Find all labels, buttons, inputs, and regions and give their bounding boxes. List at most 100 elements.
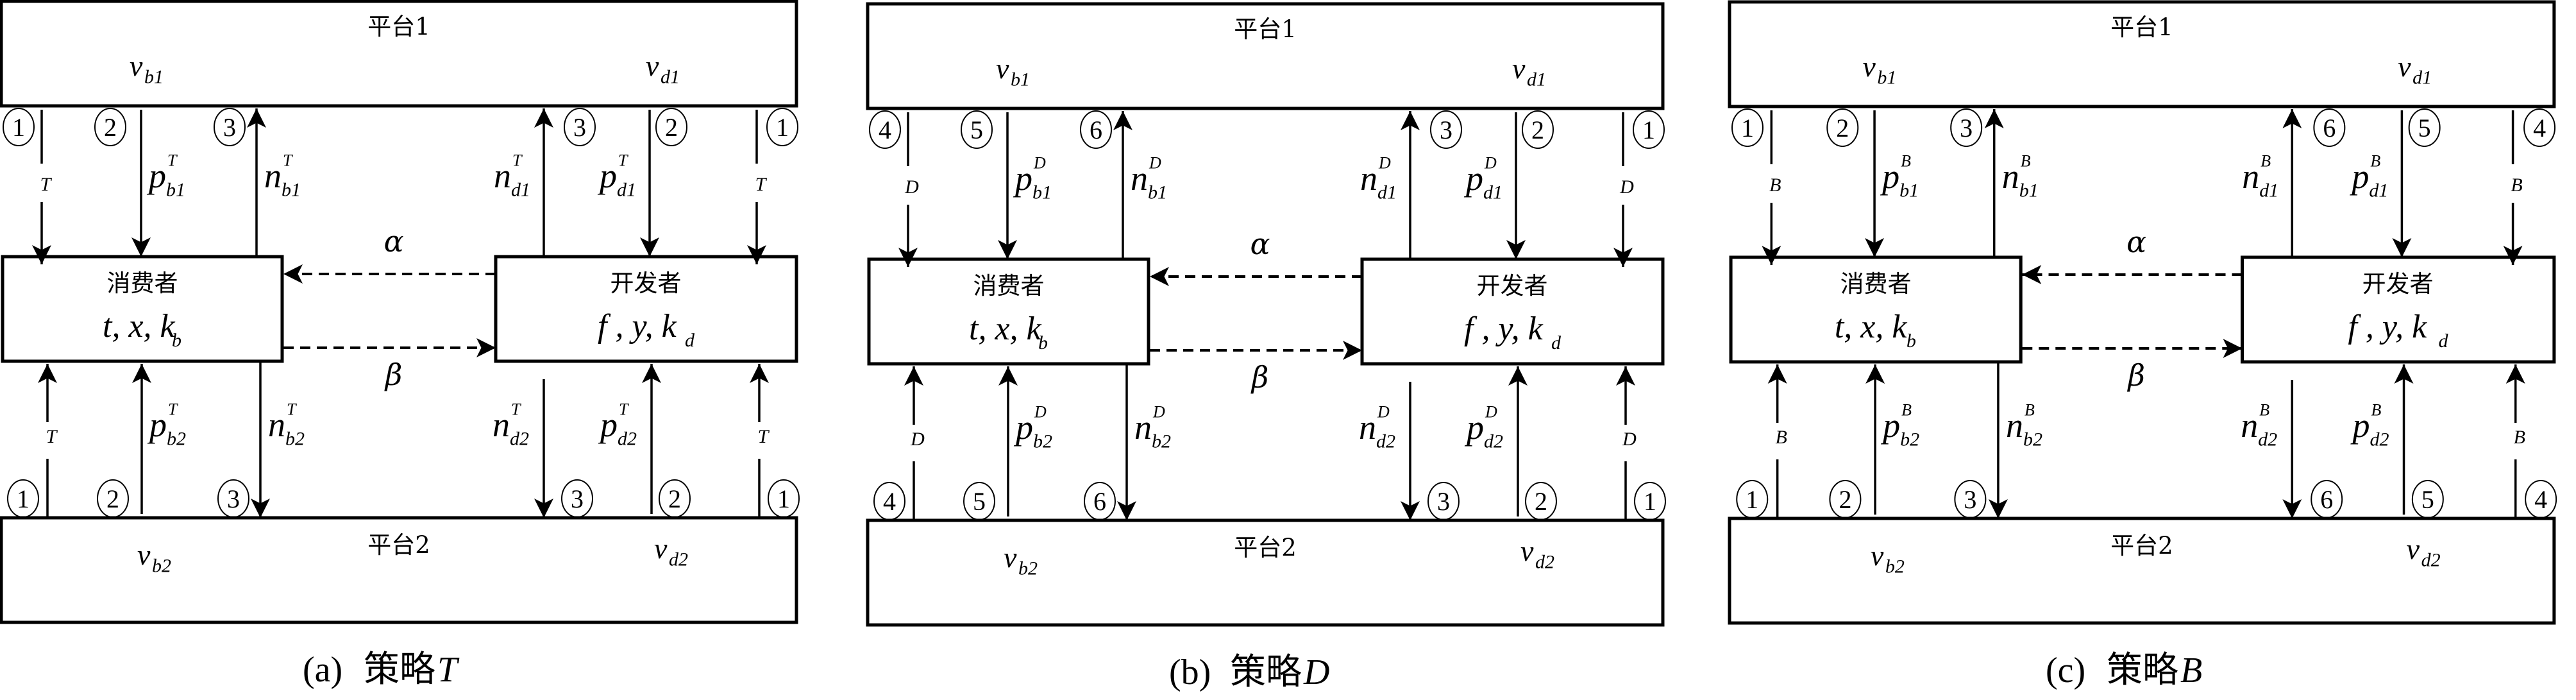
step-number: 2 <box>97 479 129 518</box>
symbol-main: v <box>996 52 1009 85</box>
step-digit: 3 <box>223 113 236 142</box>
symbol-subscript: b2 <box>167 429 186 450</box>
symbol-main: n <box>492 405 510 444</box>
step-digit: 1 <box>1644 487 1656 516</box>
symbol-main: v <box>1520 534 1534 567</box>
step-circle <box>1427 482 1460 520</box>
step-digit: 6 <box>1093 487 1106 516</box>
symbol-subscript: d2 <box>510 429 529 450</box>
step-digit: 3 <box>1960 114 1973 142</box>
symbol-main: p <box>1463 159 1483 198</box>
platform-2-frame <box>0 516 798 624</box>
step-digit: 2 <box>1839 485 1851 514</box>
symbol-superscript: D <box>1149 154 1161 173</box>
symbol-superscript: T <box>287 400 297 419</box>
platform-1-frame <box>866 2 1665 110</box>
developer-frame <box>1360 257 1665 366</box>
step-digit: 4 <box>2534 485 2547 514</box>
symbol-subscript: b1 <box>2019 180 2039 201</box>
symbol-main: p <box>2350 406 2370 445</box>
consumer-variables-subscript: b <box>172 330 181 351</box>
step-number: 1 <box>1731 108 1764 147</box>
symbol-subscript: d2 <box>1376 431 1395 452</box>
symbol-superscript: D <box>1033 154 1046 173</box>
step-digit: 1 <box>17 484 29 513</box>
strategy-label: B <box>2514 427 2525 448</box>
step-digit: 1 <box>1746 485 1758 514</box>
step-digit: 3 <box>573 113 586 142</box>
step-number: 6 <box>1080 110 1112 149</box>
symbol-subscript: d1 <box>2259 180 2278 201</box>
step-digit: 6 <box>2323 114 2336 142</box>
step-number: 3 <box>217 479 249 518</box>
step-digit: 3 <box>1964 485 1976 514</box>
symbol-subscript: d1 <box>2369 180 2388 201</box>
step-circle <box>1634 482 1666 520</box>
symbol-superscript: B <box>1901 401 1912 420</box>
step-digit: 3 <box>1440 115 1452 144</box>
step-number: 5 <box>963 482 995 520</box>
developer-variables: f , y, k <box>1464 311 1544 347</box>
step-number: 1 <box>766 108 798 146</box>
caption-prefix: (b) <box>1169 653 1211 692</box>
caption-strategy-text: 策略 <box>2107 649 2178 691</box>
step-digit: 1 <box>12 113 25 142</box>
symbol-main: p <box>1464 408 1484 447</box>
symbol-subscript: d1 <box>661 67 680 88</box>
beta-label: β <box>2126 358 2145 393</box>
step-digit: 3 <box>1437 487 1450 516</box>
symbol-superscript: T <box>512 151 523 170</box>
step-circle <box>1736 480 1769 518</box>
step-number: 3 <box>561 479 593 518</box>
step-circle <box>2525 480 2557 518</box>
alpha-label: α <box>383 224 403 259</box>
step-digit: 2 <box>106 484 119 513</box>
symbol-subscript: d1 <box>617 180 636 201</box>
step-number: 3 <box>1427 482 1460 520</box>
platform-1-frame <box>0 0 798 108</box>
bottom-edge-1: T1 <box>7 364 58 518</box>
platform-1-title: 平台1 <box>2110 13 2173 41</box>
step-number: 1 <box>1736 480 1769 518</box>
alpha-label: α <box>1250 226 1270 261</box>
step-circle <box>7 479 39 518</box>
strategy-label: D <box>1619 176 1634 198</box>
top-edge-6: T1 <box>747 108 798 264</box>
symbol-main: v <box>2407 533 2420 565</box>
symbol-main: v <box>1871 539 1884 572</box>
step-number: 5 <box>2408 108 2441 147</box>
step-number: 2 <box>1829 480 1862 518</box>
step-circle <box>659 479 691 518</box>
step-circle <box>1731 108 1764 147</box>
step-circle <box>2411 480 2444 518</box>
step-circle <box>963 482 995 520</box>
symbol-superscript: D <box>1034 403 1047 422</box>
platform-1-title: 平台1 <box>1234 15 1297 43</box>
strategy-label: D <box>910 429 925 450</box>
step-circle <box>768 479 800 518</box>
